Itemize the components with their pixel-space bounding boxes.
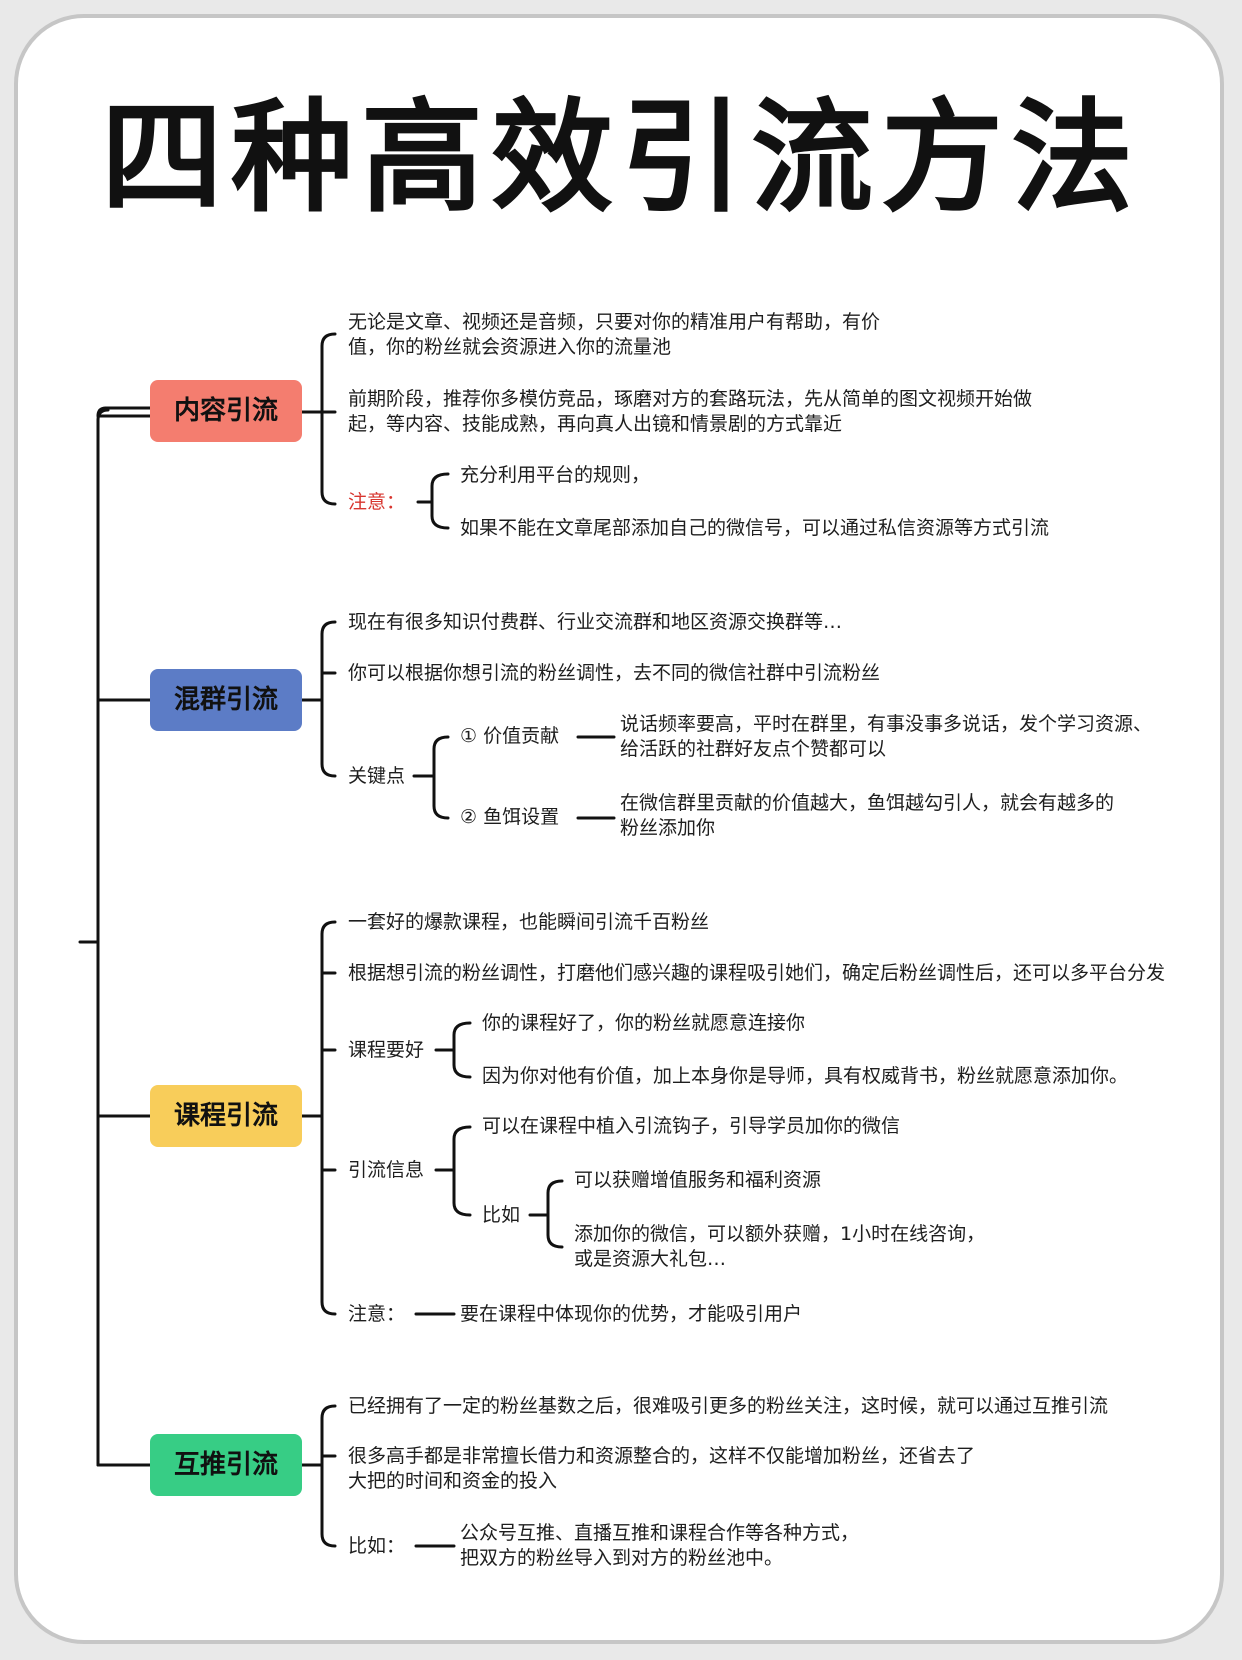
page-title: 四种高效引流方法 (101, 87, 1141, 229)
mutual-example-line2: 把双方的粉丝导入到对方的粉丝池中。 (460, 1547, 784, 1569)
course-good-label: 课程要好 (348, 1039, 425, 1061)
group-key1-line2: 给活跃的社群好友点个赞都可以 (620, 738, 887, 760)
course-good-2: 因为你对他有价值，加上本身你是导师，具有权威背书，粉丝就愿意添加你。 (482, 1065, 1129, 1087)
mutual-example-label: 比如： (348, 1535, 406, 1557)
course-example-1: 可以获赠增值服务和福利资源 (574, 1169, 822, 1191)
category-mutual: 互推引流 (150, 1434, 302, 1496)
category-content: 内容引流 (150, 380, 302, 442)
content-note-2: 如果不能在文章尾部添加自己的微信号，可以通过私信资源等方式引流 (460, 517, 1050, 539)
course-p1: 一套好的爆款课程，也能瞬间引流千百粉丝 (348, 911, 710, 933)
mutual-p1: 已经拥有了一定的粉丝基数之后，很难吸引更多的粉丝关注，这时候，就可以通过互推引流 (348, 1395, 1109, 1417)
group-key1-label: ① 价值贡献 (460, 725, 560, 747)
content-p1-line2: 值，你的粉丝就会资源进入你的流量池 (348, 336, 672, 358)
course-good-1: 你的课程好了，你的粉丝就愿意连接你 (482, 1012, 806, 1034)
course-example-2-line1: 添加你的微信，可以额外获赠，1小时在线咨询， (574, 1223, 986, 1245)
course-note-label: 注意： (348, 1303, 406, 1325)
course-p2: 根据想引流的粉丝调性，打磨他们感兴趣的课程吸引她们，确定后粉丝调性后，还可以多平… (348, 962, 1166, 984)
course-note: 要在课程中体现你的优势，才能吸引用户 (460, 1303, 803, 1325)
card-background (14, 14, 1224, 1644)
course-example-label: 比如 (482, 1204, 521, 1226)
group-key2-line2: 粉丝添加你 (620, 817, 716, 839)
content-note-1: 充分利用平台的规则， (460, 464, 651, 486)
course-example-2-line2: 或是资源大礼包… (574, 1248, 727, 1270)
category-course: 课程引流 (150, 1085, 302, 1147)
course-info-1: 可以在课程中植入引流钩子，引导学员加你的微信 (482, 1115, 901, 1137)
course-info-label: 引流信息 (348, 1159, 425, 1181)
group-p1: 现在有很多知识付费群、行业交流群和地区资源交换群等… (348, 611, 843, 633)
content-p1-line1: 无论是文章、视频还是音频，只要对你的精准用户有帮助，有价 (348, 311, 881, 333)
mutual-p2-line1: 很多高手都是非常擅长借力和资源整合的，这样不仅能增加粉丝，还省去了 (348, 1445, 976, 1467)
group-key2-line1: 在微信群里贡献的价值越大，鱼饵越勾引人，就会有越多的 (620, 792, 1115, 814)
mutual-p2-line2: 大把的时间和资金的投入 (348, 1470, 558, 1492)
mutual-example-line1: 公众号互推、直播互推和课程合作等各种方式， (460, 1522, 860, 1544)
group-p2: 你可以根据你想引流的粉丝调性，去不同的微信社群中引流粉丝 (348, 662, 881, 684)
content-note-label: 注意： (348, 491, 406, 513)
group-key2-label: ② 鱼饵设置 (460, 806, 560, 828)
content-p2-line2: 起，等内容、技能成熟，再向真人出镜和情景剧的方式靠近 (348, 413, 843, 435)
content-p2-line1: 前期阶段，推荐你多模仿竞品，琢磨对方的套路玩法，先从简单的图文视频开始做 (348, 388, 1033, 410)
category-group: 混群引流 (150, 669, 302, 731)
group-key-label: 关键点 (348, 765, 406, 787)
group-key1-line1: 说话频率要高，平时在群里，有事没事多说话，发个学习资源、 (620, 713, 1153, 735)
